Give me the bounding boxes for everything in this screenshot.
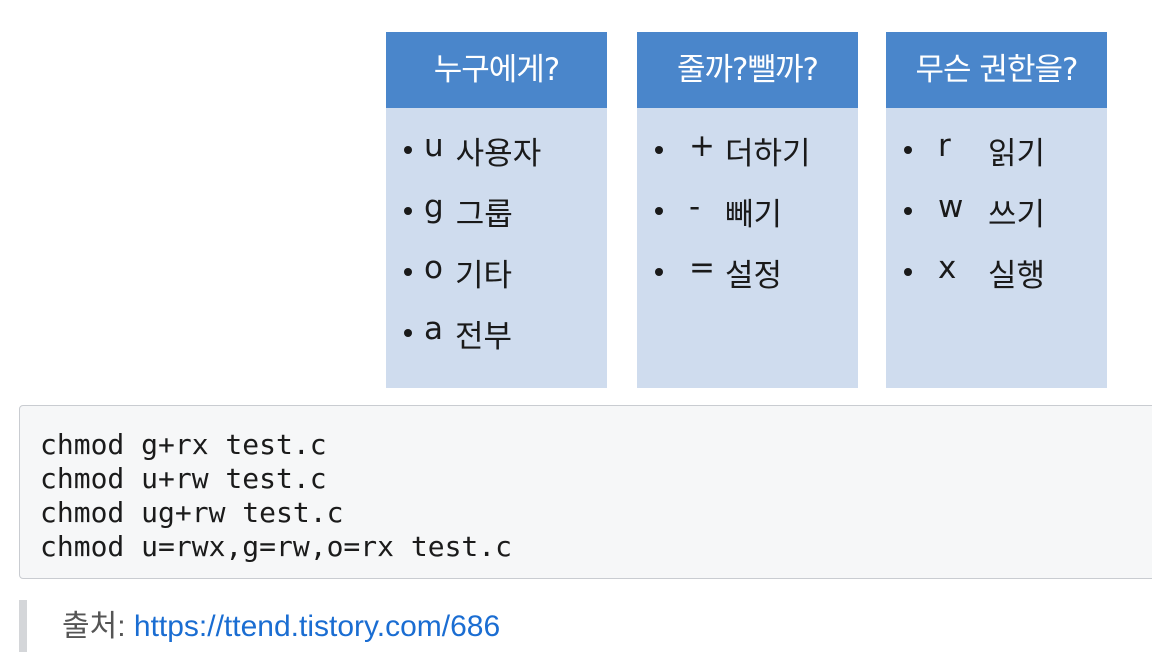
item-text: 사용자 [455, 136, 542, 172]
list-item: g 그룹 [386, 189, 607, 250]
item-symbol: g [424, 189, 444, 225]
item-symbol: a [424, 311, 443, 347]
list-item: w 쓰기 [886, 189, 1107, 250]
blockquote-bar [19, 600, 27, 652]
code-line: chmod u=rwx,g=rw,o=rx test.c [40, 530, 513, 563]
list-item: r 읽기 [886, 128, 1107, 189]
item-symbol: u [424, 128, 444, 164]
source-label: 출처: [62, 610, 126, 643]
card-add-remove: 줄까?뺄까? + 더하기 - 빼기 = 설정 [637, 32, 858, 388]
item-symbol: w [938, 189, 964, 225]
item-text: 실행 [988, 258, 1046, 294]
list-item: - 빼기 [637, 189, 858, 250]
card-permission: 무슨 권한을? r 읽기 w 쓰기 x 실행 [886, 32, 1107, 388]
card-list: u 사용자 g 그룹 o 기타 a 전부 [386, 108, 607, 372]
list-item: + 더하기 [637, 128, 858, 189]
code-line: chmod g+rx test.c [40, 428, 327, 461]
item-text: 기타 [454, 258, 513, 294]
item-symbol: x [938, 250, 957, 286]
code-block[interactable]: chmod g+rx test.c chmod u+rw test.c chmo… [19, 405, 1152, 579]
card-title: 줄까?뺄까? [637, 32, 858, 108]
list-item: a 전부 [386, 311, 607, 372]
bullet-icon [655, 207, 663, 215]
item-text: 읽기 [988, 136, 1046, 172]
item-text: 쓰기 [988, 197, 1046, 233]
bullet-icon [904, 268, 912, 276]
list-item: u 사용자 [386, 128, 607, 189]
bullet-icon [404, 207, 412, 215]
bullet-icon [904, 207, 912, 215]
bullet-icon [404, 329, 412, 337]
item-symbol: - [689, 189, 701, 225]
list-item: x 실행 [886, 250, 1107, 311]
card-list: r 읽기 w 쓰기 x 실행 [886, 108, 1107, 311]
card-title: 누구에게? [386, 32, 607, 108]
code-line: chmod ug+rw test.c [40, 496, 344, 529]
bullet-icon [404, 146, 412, 154]
item-text: 빼기 [725, 197, 783, 233]
item-symbol: = [689, 250, 715, 286]
item-text: 설정 [725, 258, 783, 294]
card-list: + 더하기 - 빼기 = 설정 [637, 108, 858, 311]
item-text: 그룹 [455, 197, 513, 233]
bullet-icon [655, 268, 663, 276]
permission-cards: 누구에게? u 사용자 g 그룹 o 기타 a 전부 [386, 32, 1108, 388]
item-symbol: o [424, 250, 443, 286]
source-link[interactable]: https://ttend.tistory.com/686 [133, 610, 501, 643]
item-symbol: + [689, 128, 715, 164]
source-citation: 출처: https://ttend.tistory.com/686 [62, 608, 500, 646]
bullet-icon [655, 146, 663, 154]
list-item: o 기타 [386, 250, 607, 311]
item-symbol: r [938, 128, 951, 164]
item-text: 더하기 [725, 136, 811, 172]
card-title: 무슨 권한을? [886, 32, 1107, 108]
item-text: 전부 [455, 319, 513, 355]
code-line: chmod u+rw test.c [40, 462, 327, 495]
bullet-icon [904, 146, 912, 154]
card-who: 누구에게? u 사용자 g 그룹 o 기타 a 전부 [386, 32, 607, 388]
list-item: = 설정 [637, 250, 858, 311]
bullet-icon [404, 268, 412, 276]
